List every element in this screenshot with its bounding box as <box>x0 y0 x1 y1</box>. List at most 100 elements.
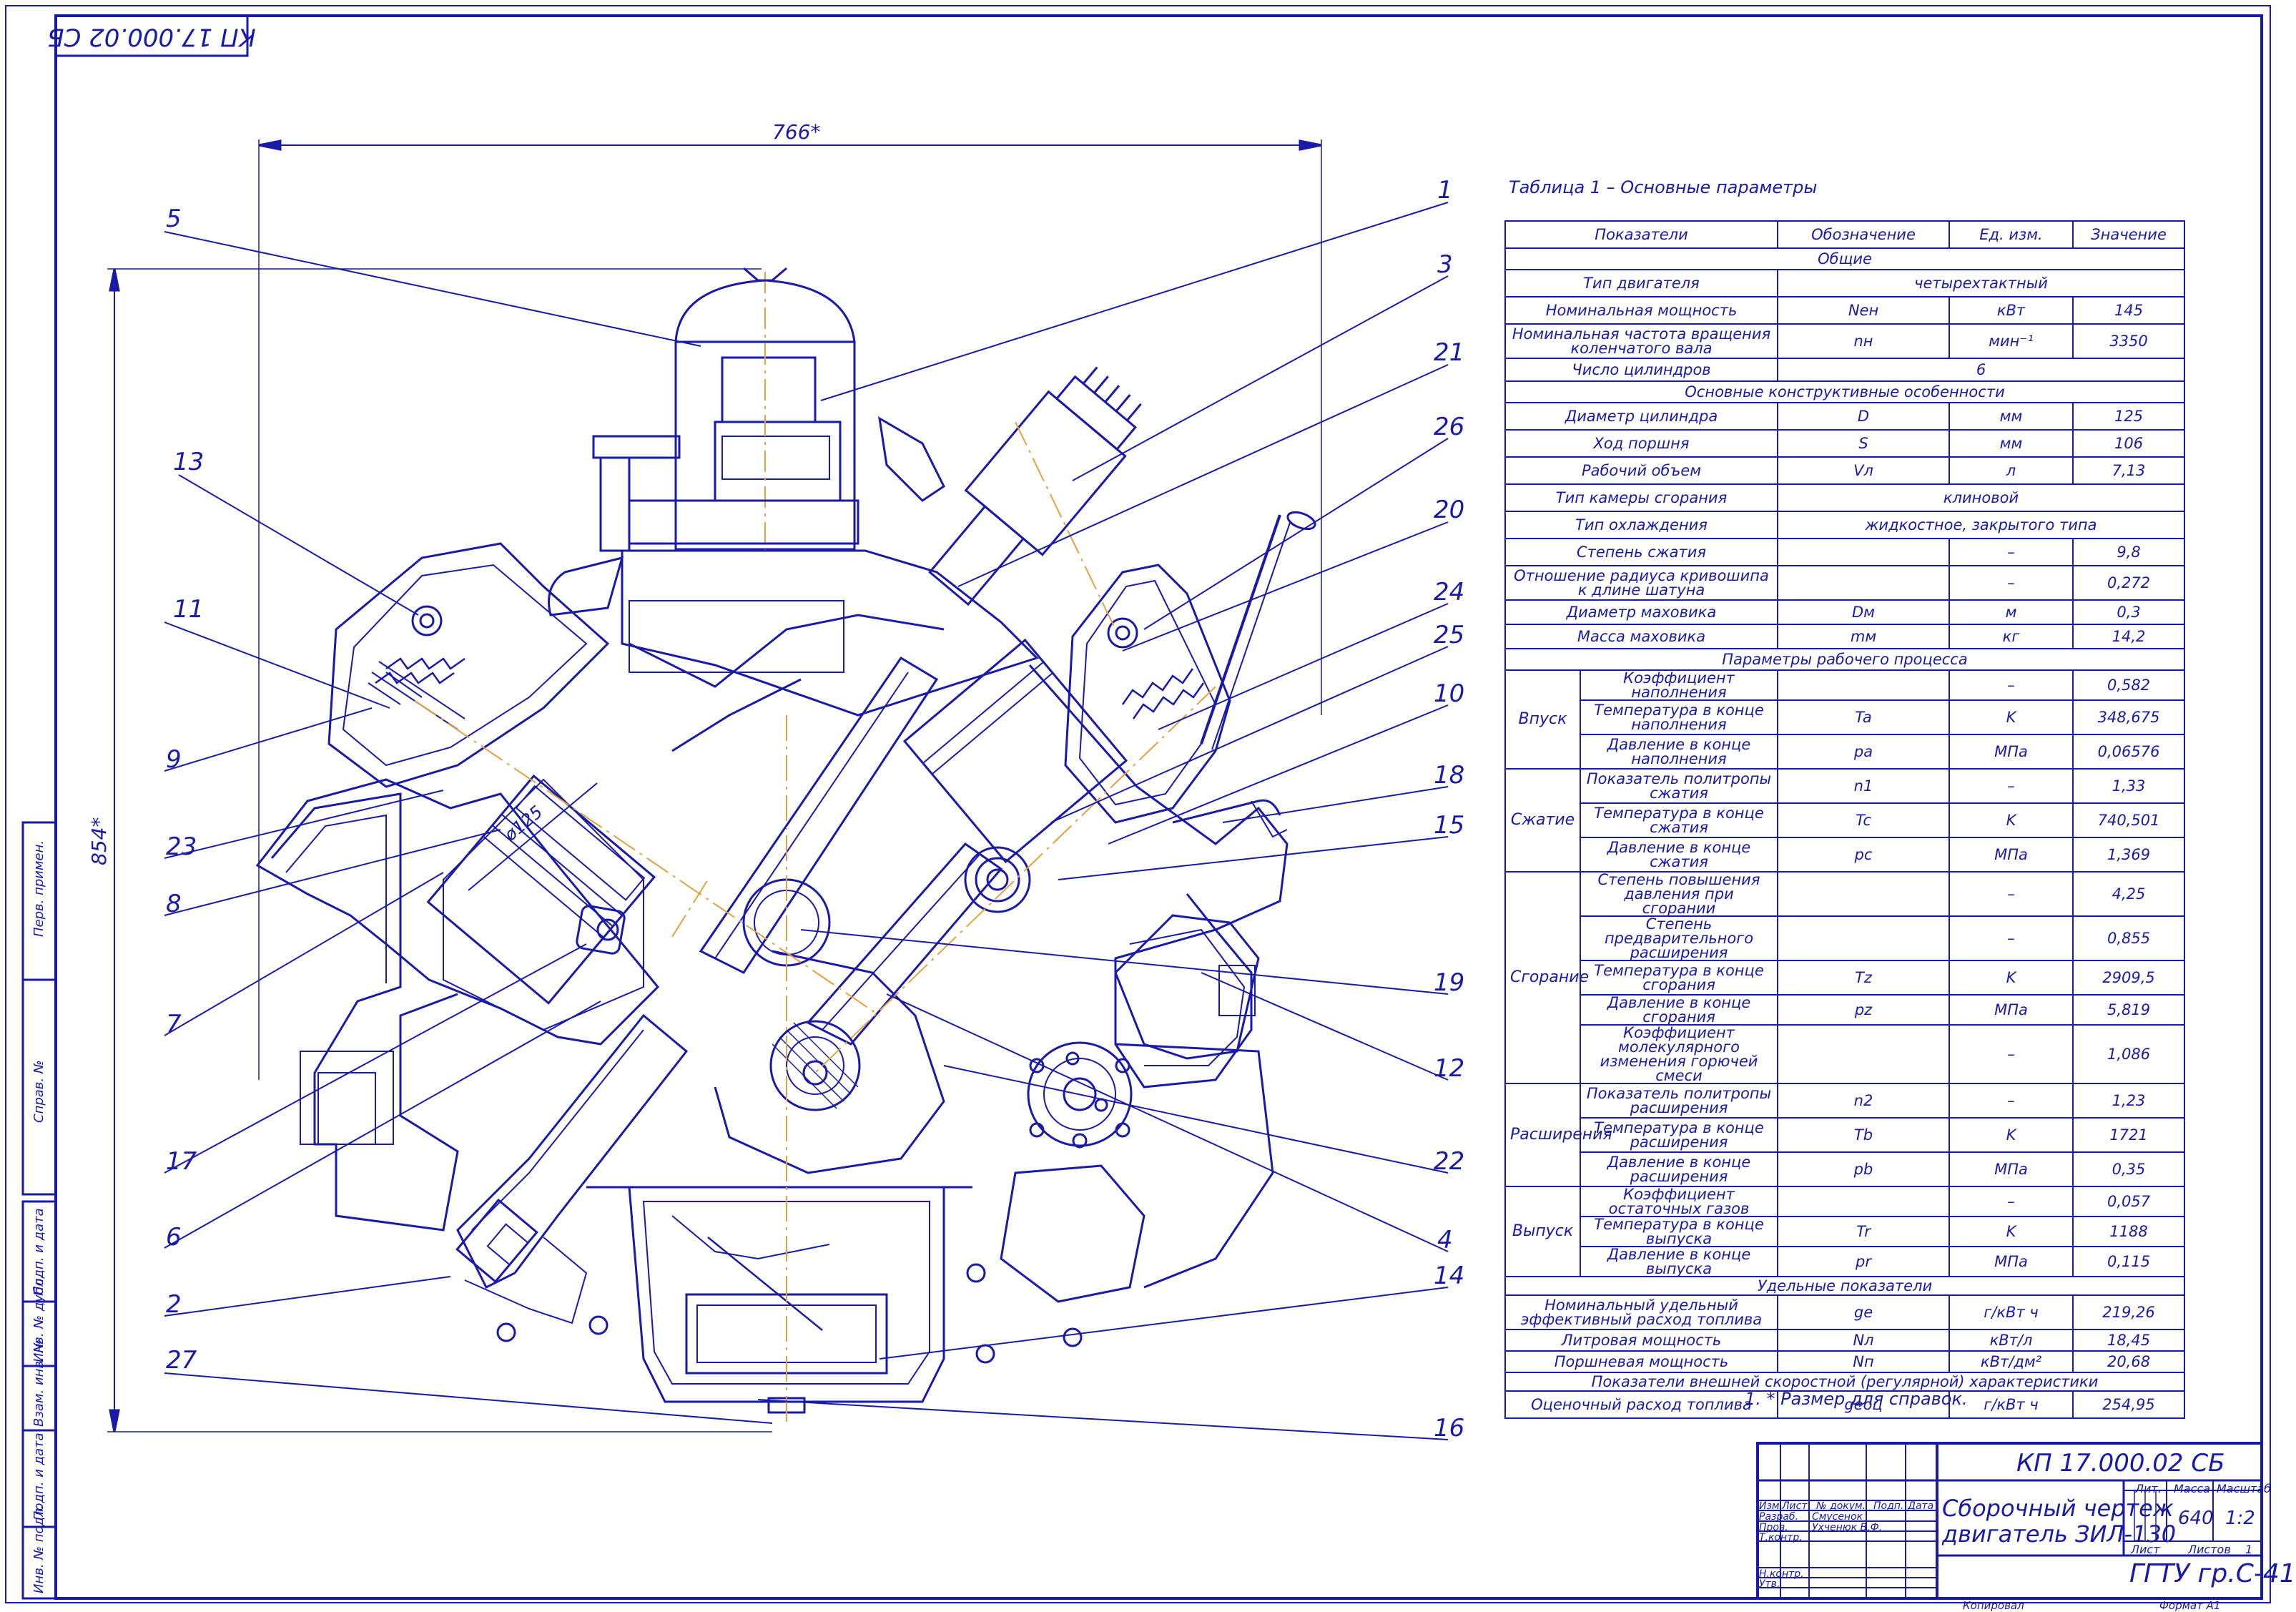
row-value: 6 <box>1777 358 2186 382</box>
row-unit: – <box>1948 669 2074 701</box>
row-name: Температура в конце расширения <box>1579 1117 1779 1153</box>
row-unit: кг <box>1948 624 2074 649</box>
row-unit: кВт/дм² <box>1948 1350 2074 1373</box>
dim-width-label: 766* <box>772 120 821 144</box>
table-row: Тип охлаждения жидкостное, закрытого тип… <box>1504 511 2186 539</box>
callout-18: 18 <box>1434 761 1465 790</box>
row-symbol: Nл <box>1777 1329 1951 1352</box>
row-name: Номинальная частота вращения коленчатого… <box>1504 323 1779 359</box>
row-unit: кВт/л <box>1948 1329 2074 1352</box>
tb-scale: 1:2 <box>2225 1508 2255 1529</box>
row-symbol: Tc <box>1777 802 1951 838</box>
row-value: 3350 <box>2072 323 2186 359</box>
row-unit: – <box>1948 768 2074 804</box>
tb-role-tcontrol: Т.контр. <box>1759 1532 1803 1543</box>
row-value: 145 <box>2072 296 2186 325</box>
row-symbol: n2 <box>1777 1083 1951 1119</box>
row-symbol: mм <box>1777 624 1951 649</box>
tb-role-check: Пров. <box>1759 1522 1788 1533</box>
table-row: Номинальная частота вращения коленчатого… <box>1504 323 2186 359</box>
row-value: 0,855 <box>2072 915 2186 961</box>
row-symbol <box>1777 915 1951 961</box>
tb-mass: 640 <box>2178 1508 2214 1529</box>
callout-5: 5 <box>166 205 182 233</box>
section-label: Общие <box>1504 247 2186 270</box>
row-value: 254,95 <box>2072 1390 2186 1419</box>
tb-scale-label: Масштаб <box>2217 1482 2272 1495</box>
callout-3: 3 <box>1437 250 1453 279</box>
stamp-box <box>54 14 249 57</box>
callout-20: 20 <box>1434 496 1465 524</box>
table-row: Сгорание Степень повышения давления при … <box>1504 871 2186 1084</box>
row-symbol: geоц <box>1777 1390 1951 1419</box>
table-row: Впуск Коэффициент наполнения – 0,582 <box>1504 669 2186 770</box>
tb-format: Формат А1 <box>2159 1599 2221 1612</box>
row-value: 1188 <box>2072 1216 2186 1247</box>
row-name: Давление в конце расширения <box>1579 1151 1779 1187</box>
row-name: Коэффициент молекулярного изменения горю… <box>1579 1024 1779 1084</box>
row-name: Коэффициент остаточных газов <box>1579 1186 1779 1217</box>
table-row: Поршневая мощность Nп кВт/дм² 20,68 <box>1504 1350 2186 1373</box>
section-row: Общие <box>1504 247 2186 270</box>
row-value: 0,06576 <box>2072 734 2186 770</box>
group-compression: Сжатие <box>1504 768 1581 873</box>
tb-checker: Ухченюк В.Ф. <box>1812 1522 1883 1533</box>
row-symbol: pb <box>1777 1151 1951 1187</box>
row-unit: МПа <box>1948 837 2074 873</box>
row-value: 1,369 <box>2072 837 2186 873</box>
row-name: Поршневая мощность <box>1504 1350 1779 1373</box>
row-value: 2909,5 <box>2072 960 2186 996</box>
row-symbol: Tz <box>1777 960 1951 996</box>
table-row: Число цилиндров 6 <box>1504 358 2186 382</box>
row-symbol <box>1777 1186 1951 1217</box>
table-row: Температура в конце наполнения Ta K 348,… <box>1505 699 2186 735</box>
tb-org: ГГТУ гр.С-41 <box>2129 1559 2296 1588</box>
dim-height-label: 854* <box>87 817 111 865</box>
row-unit: K <box>1948 1216 2074 1247</box>
row-name: Число цилиндров <box>1504 358 1779 382</box>
row-value: 740,501 <box>2072 802 2186 838</box>
row-unit: – <box>1948 1186 2074 1217</box>
tb-col-izm: Изм <box>1759 1500 1780 1512</box>
table-row: Рабочий объем Vл л 7,13 <box>1504 456 2186 485</box>
side-strip <box>21 821 57 1600</box>
row-name: Температура в конце сгорания <box>1579 960 1779 996</box>
row-symbol: Nп <box>1777 1350 1951 1373</box>
side-label-sign-date-1: Подп. и дата <box>31 1432 46 1520</box>
row-name: Номинальная мощность <box>1504 296 1779 325</box>
group-expansion: Расширения <box>1504 1083 1612 1187</box>
tb-role-ncontrol: Н.контр. <box>1759 1568 1804 1580</box>
callout-15: 15 <box>1434 811 1465 840</box>
row-name: Степень сжатия <box>1504 538 1779 566</box>
callout-26: 26 <box>1434 413 1465 441</box>
row-value: 4,25 <box>2072 871 2186 917</box>
table-row: Отношение радиуса кривошипа к длине шату… <box>1504 565 2186 601</box>
tb-doc-code: КП 17.000.02 СБ <box>2016 1449 2225 1478</box>
row-unit: – <box>1948 1083 2074 1119</box>
row-unit: г/кВт ч <box>1948 1294 2074 1330</box>
table-row: Коэффициент молекулярного изменения горю… <box>1505 1024 2186 1084</box>
row-name: Степень предварительного расширения <box>1579 915 1779 961</box>
callout-10: 10 <box>1434 679 1465 708</box>
row-name: Рабочий объем <box>1504 456 1779 485</box>
row-symbol: pr <box>1777 1246 1951 1277</box>
row-symbol <box>1777 1024 1951 1084</box>
row-symbol <box>1777 871 1951 917</box>
table-row: Диаметр маховика Dм м 0,3 <box>1504 599 2186 625</box>
callout-11: 11 <box>173 595 205 624</box>
callout-12: 12 <box>1434 1054 1465 1083</box>
callout-22: 22 <box>1434 1147 1465 1176</box>
row-value: 5,819 <box>2072 994 2186 1026</box>
tb-mass-label: Масса <box>2174 1482 2211 1495</box>
row-name: Отношение радиуса кривошипа к длине шату… <box>1504 565 1779 601</box>
row-unit: – <box>1948 871 2074 917</box>
tb-role-approve: Утв. <box>1759 1578 1780 1590</box>
row-name: Номинальный удельный эффективный расход … <box>1504 1294 1779 1330</box>
row-value: 18,45 <box>2072 1329 2186 1352</box>
row-value: 1,086 <box>2072 1024 2186 1084</box>
callout-8: 8 <box>166 890 182 918</box>
callout-19: 19 <box>1434 968 1465 997</box>
row-unit: л <box>1948 456 2074 485</box>
header-value: Значение <box>2072 220 2186 249</box>
callout-17: 17 <box>166 1147 197 1176</box>
